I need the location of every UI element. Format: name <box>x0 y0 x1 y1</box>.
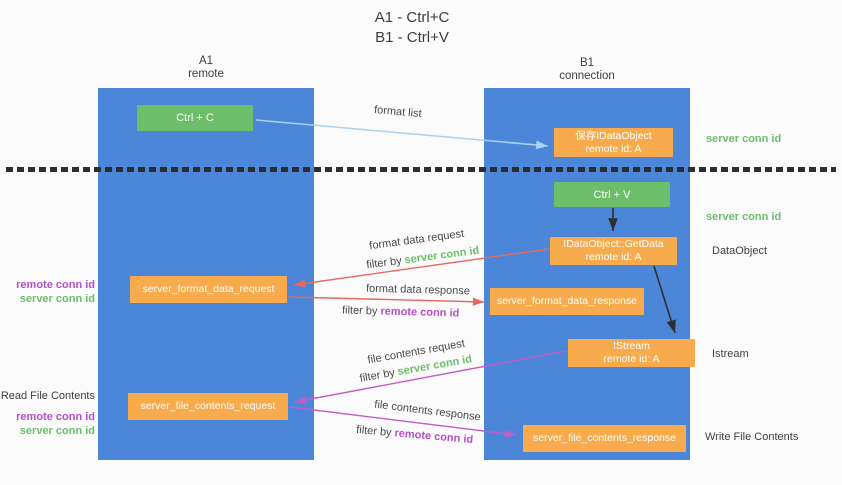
column-b1-id: B1 <box>579 57 595 69</box>
column-header-a1: A1 remote <box>98 55 314 81</box>
node-server-file-contents-request-label: server_file_contents_request <box>140 400 276 412</box>
node-ctrl-c-label: Ctrl + C <box>176 112 214 124</box>
label-filter-by-2: filter by <box>341 304 378 318</box>
label-istream: Istream <box>712 348 749 360</box>
node-save-idataobject-line2: remote id: A <box>585 142 642 155</box>
label-filter-by-4: filter by <box>355 423 393 439</box>
column-a1-subtitle: remote <box>188 68 224 80</box>
node-server-file-contents-response-label: server_file_contents_response <box>532 432 676 444</box>
label-filter-by-1: filter by <box>365 254 403 272</box>
node-save-idataobject-line1: 保存IDataObject <box>575 129 652 142</box>
title-line-1: A1 - Ctrl+C <box>374 9 450 26</box>
node-server-format-data-response-label: server_format_data_response <box>496 295 638 307</box>
node-save-idataobject: 保存IDataObject remote id: A <box>554 128 673 157</box>
label-server-conn-id-1: server conn id <box>403 244 480 267</box>
node-server-format-data-response: server_format_data_response <box>490 288 644 315</box>
node-server-file-contents-response: server_file_contents_response <box>523 425 686 452</box>
label-file-contents-response: file contents response <box>373 398 482 424</box>
node-idataobject-getdata: IDataObject::GetData remote id: A <box>550 237 677 265</box>
node-idataobject-getdata-line1: IDataObject::GetData <box>563 238 664 250</box>
title-line-2: B1 - Ctrl+V <box>375 29 449 46</box>
node-ctrl-v-label: Ctrl + V <box>593 188 631 201</box>
node-istream-line1: IStream <box>613 340 650 352</box>
label-dataobject: DataObject <box>712 245 768 257</box>
label-remote-conn-id-left-bottom: remote conn id <box>16 411 95 423</box>
label-write-file-contents: Write File Contents <box>705 431 799 443</box>
label-remote-conn-id-1: remote conn id <box>380 305 460 320</box>
label-format-data-response: format data response <box>365 282 471 298</box>
node-server-format-data-request: server_format_data_request <box>130 276 287 303</box>
column-header-b1: B1 connection <box>484 57 690 83</box>
label-filter-by-3: filter by <box>358 366 396 385</box>
label-remote-conn-id-left-top: remote conn id <box>16 279 95 291</box>
label-server-conn-id-mid-right: server conn id <box>706 211 782 223</box>
node-server-format-data-request-label: server_format_data_request <box>142 283 275 295</box>
label-server-conn-id-top-right: server conn id <box>706 133 782 145</box>
arrow-format-data-response <box>288 296 485 306</box>
column-b1-subtitle: connection <box>559 70 615 82</box>
label-server-conn-id-left-bottom: server conn id <box>19 425 95 437</box>
node-idataobject-getdata-line2: remote id: A <box>585 251 642 263</box>
label-read-file-contents: Read File Contents <box>0 390 95 402</box>
page-title: A1 - Ctrl+C B1 - Ctrl+V <box>312 8 512 48</box>
node-ctrl-c: Ctrl + C <box>137 105 253 131</box>
node-istream-line2: remote id: A <box>603 353 660 365</box>
node-server-file-contents-request: server_file_contents_request <box>128 393 288 420</box>
column-a1-id: A1 <box>198 55 214 67</box>
label-remote-conn-id-2: remote conn id <box>394 427 474 447</box>
node-ctrl-v: Ctrl + V <box>554 182 670 207</box>
separator-dotted-line <box>6 167 836 172</box>
label-format-list: format list <box>373 103 423 121</box>
node-istream: IStream remote id: A <box>568 339 695 367</box>
label-server-conn-id-left-top: server conn id <box>19 293 95 305</box>
